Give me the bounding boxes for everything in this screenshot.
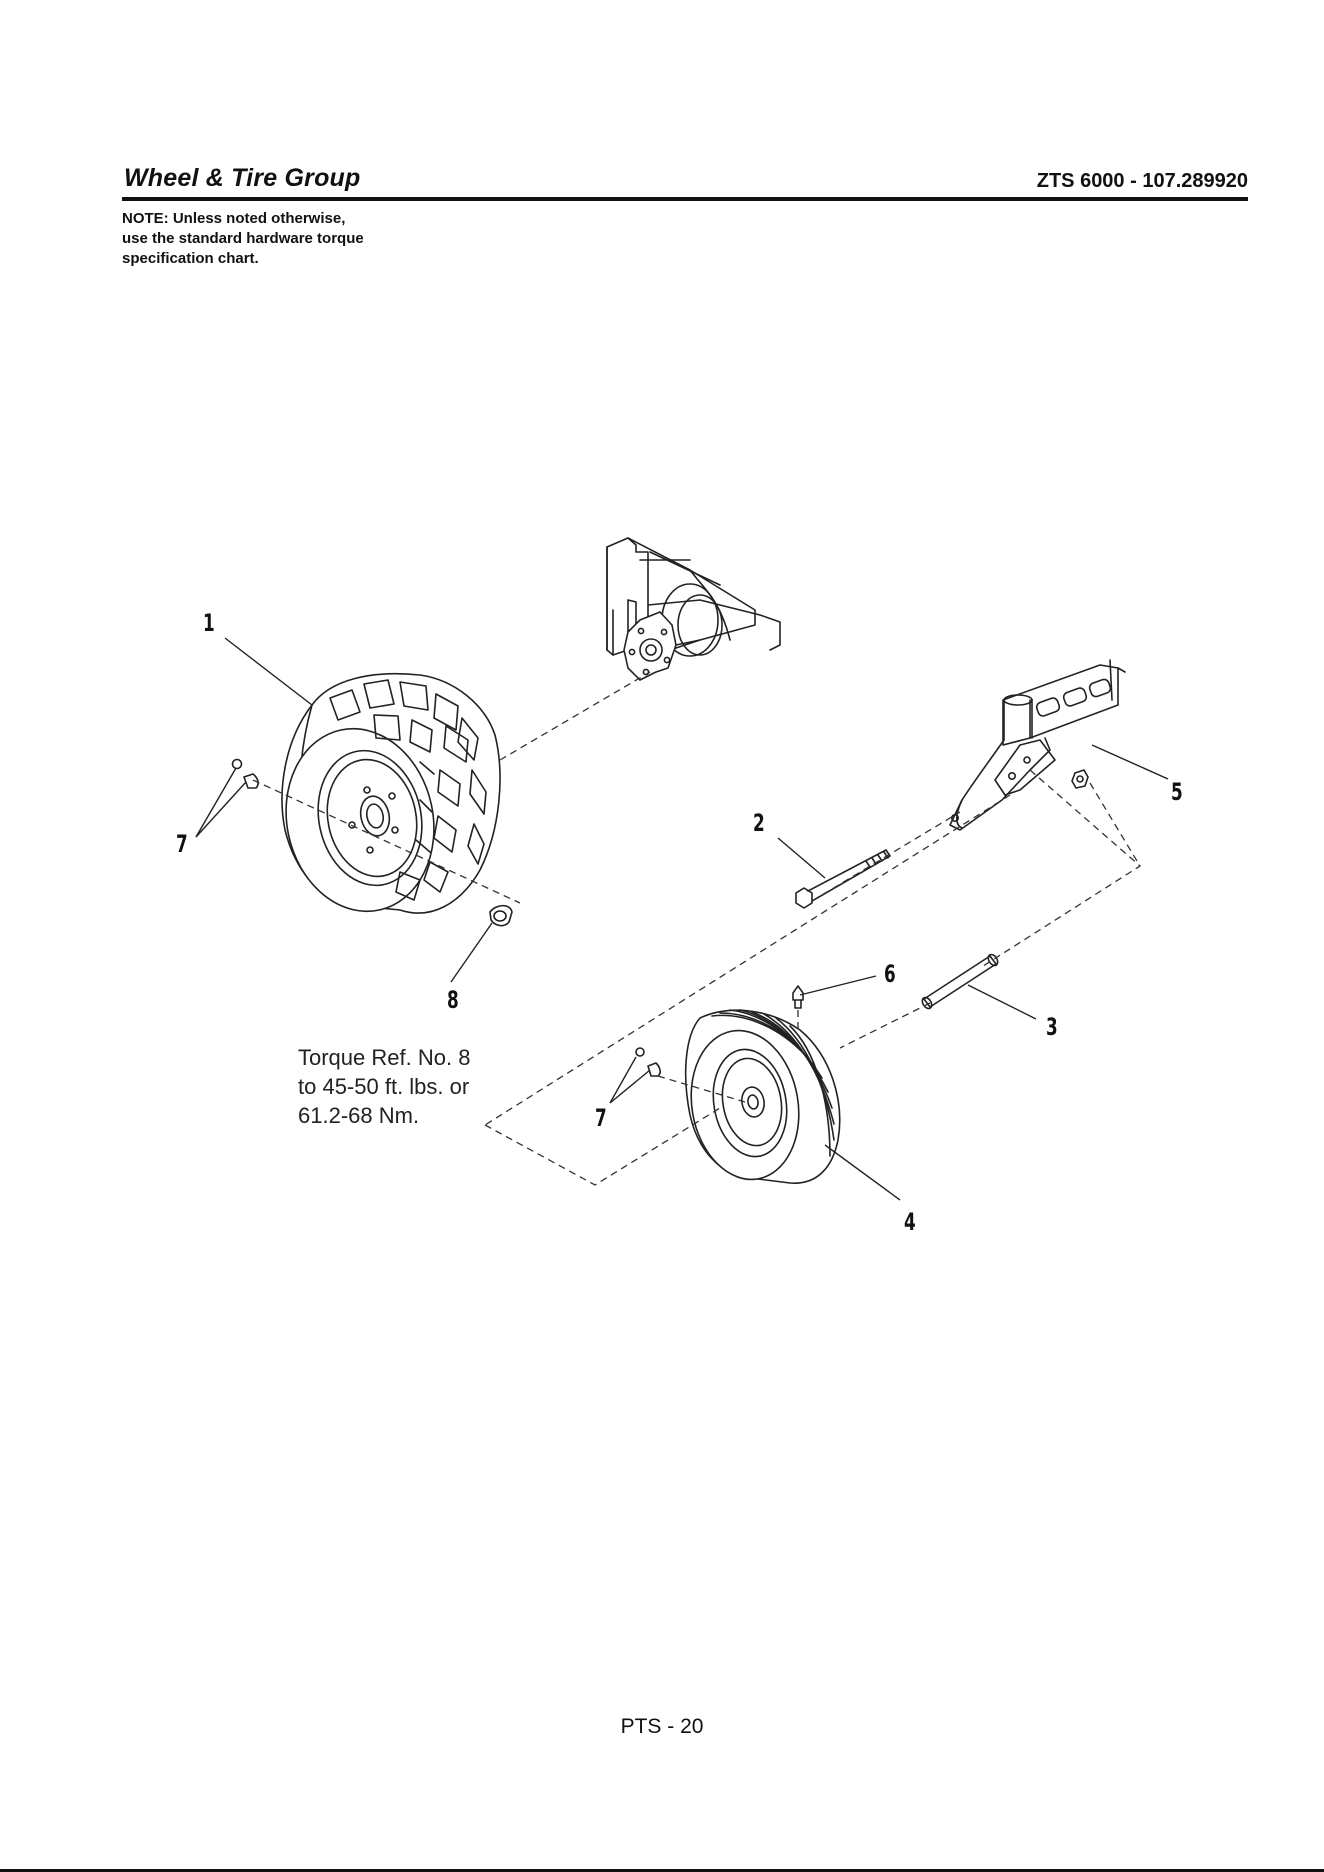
part-3-spacer-drawing <box>920 953 999 1010</box>
torque-annotation: Torque Ref. No. 8 to 45-50 ft. lbs. or 6… <box>298 1043 470 1130</box>
torque-line: 61.2-68 Nm. <box>298 1101 470 1130</box>
callout-6: 6 <box>884 962 896 986</box>
callout-7: 7 <box>595 1106 607 1130</box>
frame-mount-drawing <box>607 538 780 680</box>
callout-2: 2 <box>753 811 765 835</box>
callout-4: 4 <box>904 1210 916 1234</box>
part-4-caster-tire-drawing <box>680 1010 840 1188</box>
callout-5: 5 <box>1171 780 1183 804</box>
callout-8: 8 <box>447 988 459 1012</box>
callout-1: 1 <box>203 611 215 635</box>
part-8-lug-nut-drawing <box>490 906 512 926</box>
torque-line: to 45-50 ft. lbs. or <box>298 1072 470 1101</box>
torque-line: Torque Ref. No. 8 <box>298 1043 470 1072</box>
part-1-rear-tire-drawing <box>269 674 500 925</box>
callout-3: 3 <box>1046 1015 1058 1039</box>
page-number: PTS - 20 <box>0 1715 1324 1739</box>
part-6-grease-fitting-drawing <box>793 986 803 1008</box>
callout-7: 7 <box>176 832 188 856</box>
part-5-nut-drawing <box>1072 770 1088 788</box>
caster-arm-drawing <box>950 660 1125 830</box>
